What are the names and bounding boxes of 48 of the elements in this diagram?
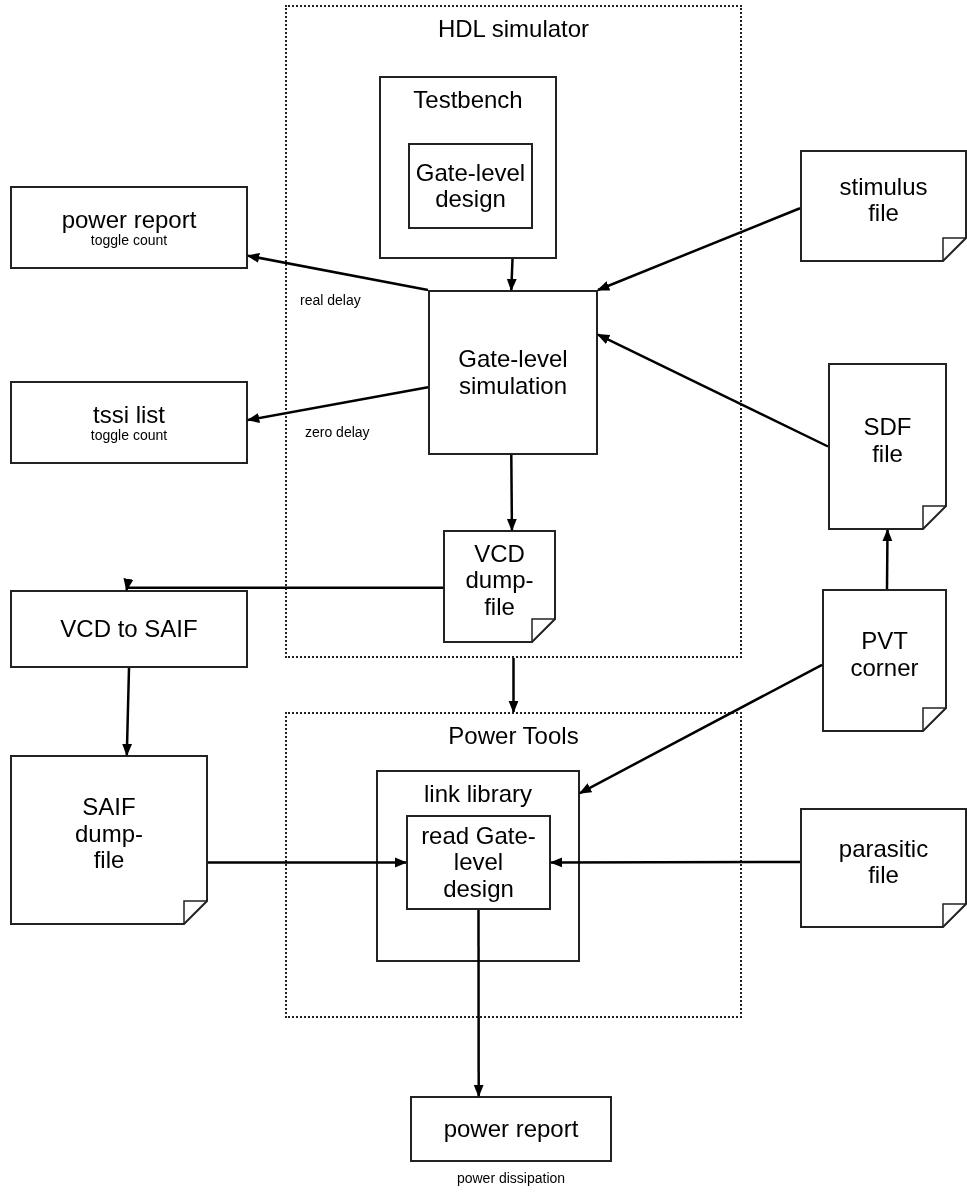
arrow [122, 667, 133, 757]
file-document [800, 808, 967, 928]
node-label: Gate-level simulation [457, 346, 569, 399]
node-label: Testbench [412, 86, 524, 114]
node-label: power report [443, 1115, 579, 1143]
node-label: VCD to SAIF [60, 615, 198, 643]
arrow [596, 207, 801, 292]
node-label: tssi list [93, 401, 165, 428]
node-label: link library [423, 780, 533, 808]
file-document [800, 150, 967, 262]
node-label: Power Tools [447, 722, 580, 750]
node-label: VCD dump-file [464, 540, 535, 621]
edge-label: zero delay [303, 424, 372, 440]
process-box [379, 76, 557, 259]
process-box [406, 815, 551, 910]
node-label: PVT corner [849, 628, 920, 681]
file-document [443, 530, 556, 643]
file-document [822, 589, 947, 732]
group-frame [285, 712, 742, 1018]
file-document [828, 363, 947, 530]
node-sublabel: toggle count [90, 428, 168, 444]
arrow [473, 910, 484, 1098]
process-box [410, 1096, 612, 1162]
process-box [376, 770, 580, 962]
process-box [10, 381, 248, 464]
process-box [428, 290, 598, 455]
arrow [506, 455, 517, 532]
node-label: HDL simulator [436, 15, 591, 43]
process-box [10, 186, 248, 269]
node-sublabel: toggle count [90, 233, 168, 249]
node-label: Gate-level design [415, 159, 526, 213]
arrow [508, 658, 519, 714]
edge-label: real delay [298, 292, 363, 308]
file-document [10, 755, 208, 925]
node-label: SDF file [862, 414, 913, 467]
node-label: SAIF dump-file [74, 794, 144, 874]
arrow [506, 258, 517, 292]
arrow [882, 528, 893, 589]
group-frame [285, 5, 742, 658]
node-label: read Gate-level design [420, 822, 537, 903]
arrow [208, 857, 408, 868]
arrow [123, 578, 443, 592]
node-label: power report [61, 206, 197, 233]
node-label: stimulus file [838, 173, 929, 227]
process-box [408, 143, 533, 229]
node-caption: power dissipation [455, 1170, 567, 1186]
node-label: parasitic file [837, 835, 930, 889]
process-box [10, 590, 248, 668]
